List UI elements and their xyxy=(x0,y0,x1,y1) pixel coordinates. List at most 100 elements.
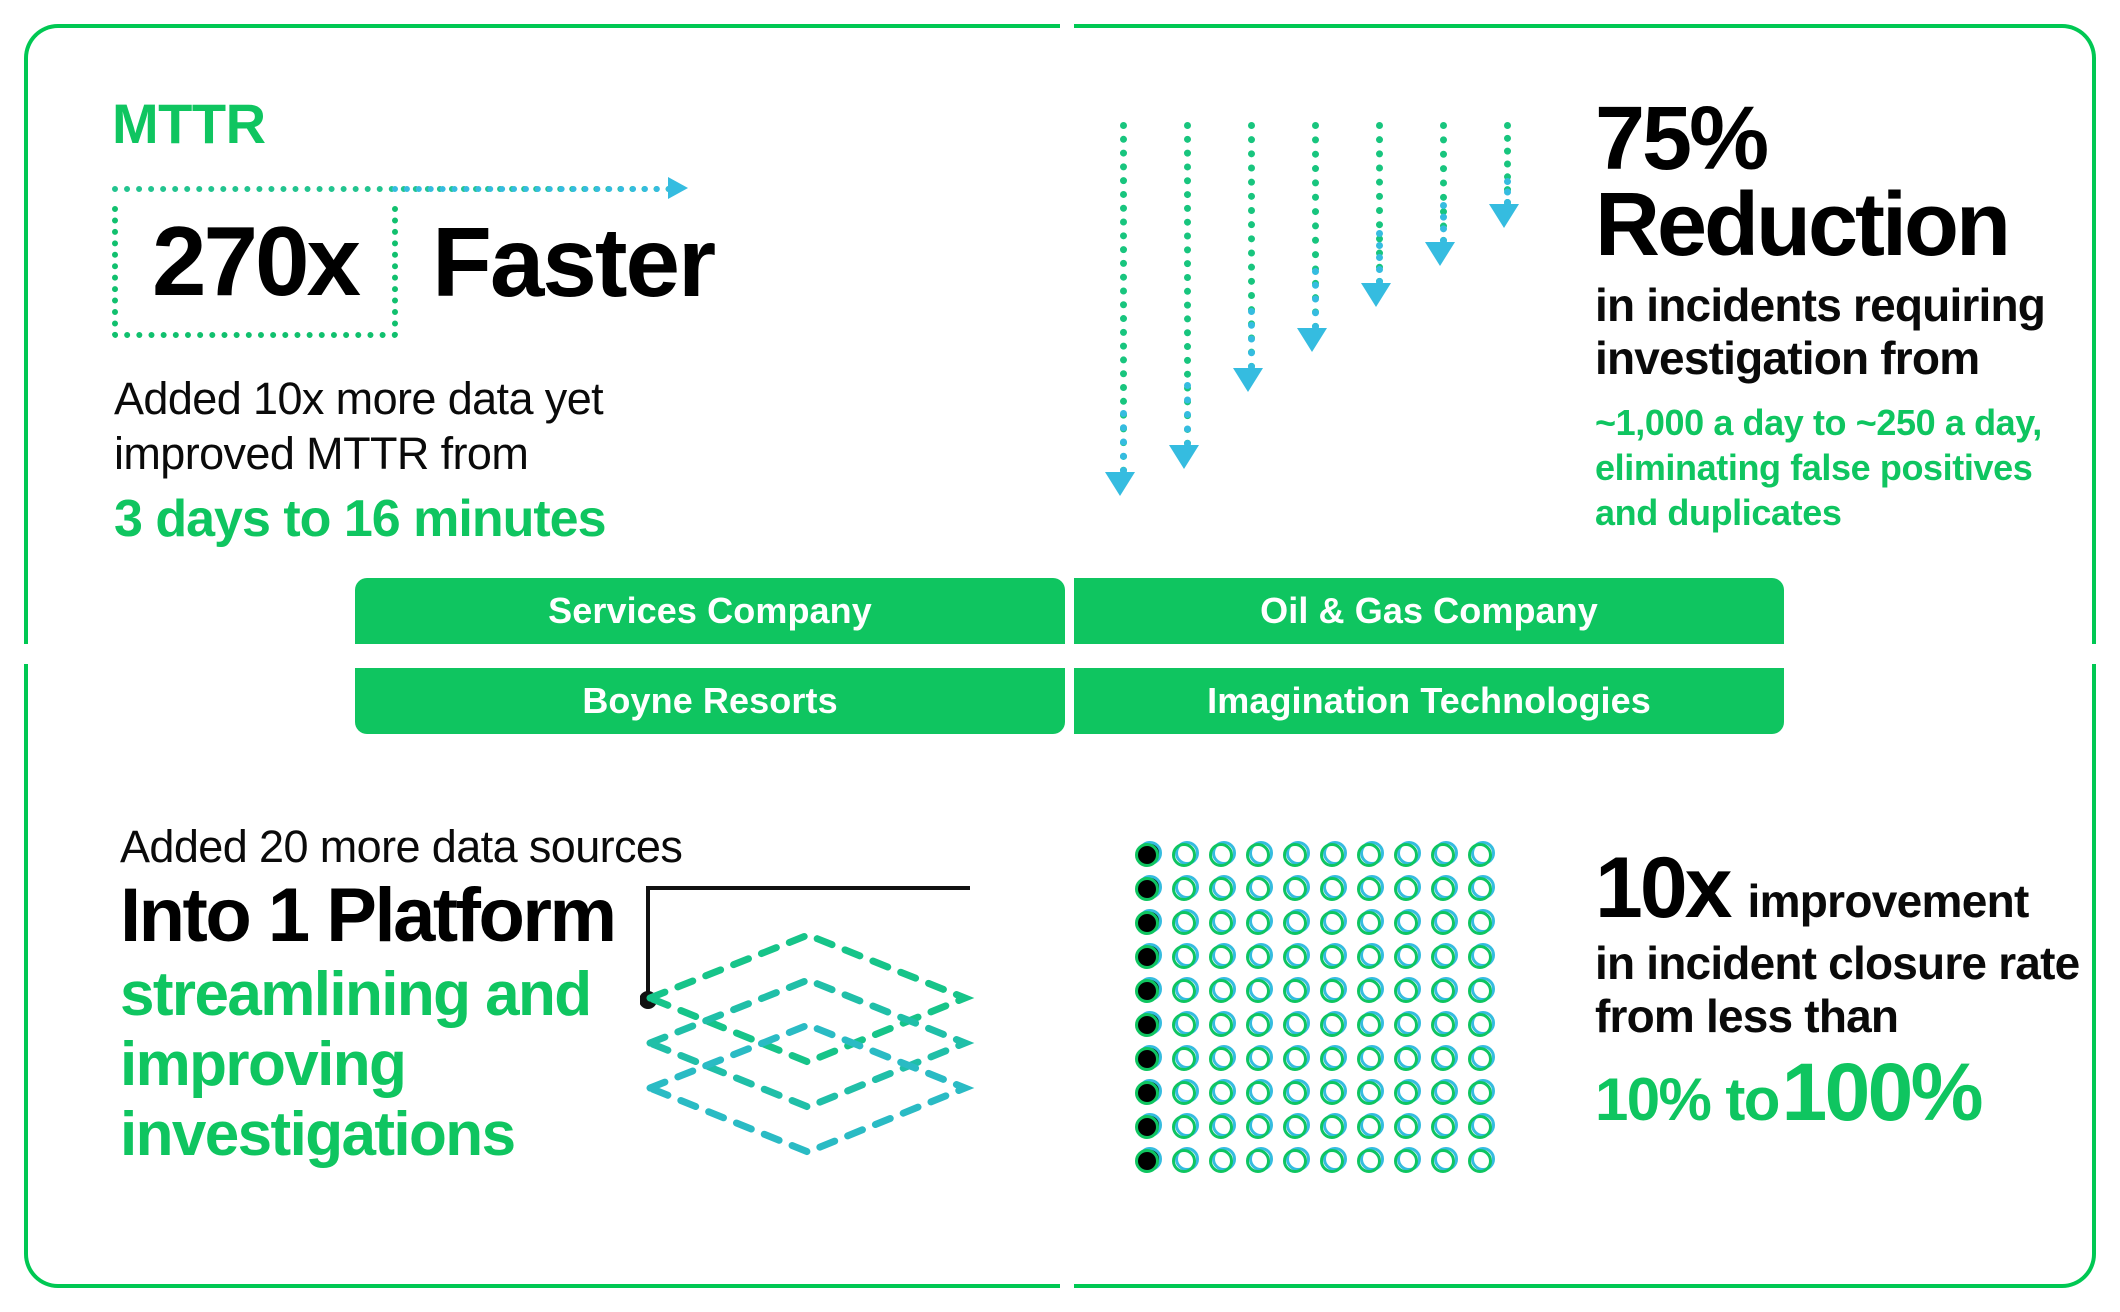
dot-ring-green xyxy=(1209,1013,1233,1037)
dot-ring-green xyxy=(1357,1115,1381,1139)
dot-ring-green xyxy=(1135,1115,1159,1139)
dot-empty xyxy=(1246,840,1276,870)
dot-empty xyxy=(1320,908,1350,938)
dot-filled xyxy=(1135,874,1165,904)
dot-ring-green xyxy=(1431,911,1455,935)
dot-ring-green xyxy=(1209,911,1233,935)
dot-empty xyxy=(1468,1146,1498,1176)
dash-column-7 xyxy=(1504,122,1511,206)
dot-empty xyxy=(1209,908,1239,938)
dash-column-7-cyan xyxy=(1504,178,1511,206)
dot-ring-green xyxy=(1246,1149,1270,1173)
dot-ring-green xyxy=(1431,843,1455,867)
oil-gas-subtext: in incidents requiring investigation fro… xyxy=(1595,279,2095,386)
dot-ring-green xyxy=(1431,877,1455,901)
dot-ring-green xyxy=(1172,1013,1196,1037)
dot-empty xyxy=(1246,942,1276,972)
oil-gas-sub-line2: investigation from xyxy=(1595,332,1980,385)
layer-bottom xyxy=(640,1021,975,1156)
boyne-highlight-line3: investigations xyxy=(120,1099,516,1169)
dot-ring-green xyxy=(1468,843,1492,867)
dot-ring-green xyxy=(1135,843,1159,867)
layer-top xyxy=(640,931,975,1066)
dot-ring-green xyxy=(1394,1149,1418,1173)
dot-ring-green xyxy=(1246,945,1270,969)
dot-ring-green xyxy=(1320,979,1344,1003)
dot-ring-green xyxy=(1246,979,1270,1003)
dot-ring-green xyxy=(1394,1013,1418,1037)
dot-ring-green xyxy=(1283,945,1307,969)
dot-ring-green xyxy=(1468,1115,1492,1139)
dot-empty xyxy=(1283,1078,1313,1108)
dot-ring-green xyxy=(1172,1047,1196,1071)
dot-ring-green xyxy=(1135,1047,1159,1071)
dot-ring-green xyxy=(1209,1149,1233,1173)
dot-empty xyxy=(1394,908,1424,938)
dash-column-3-cyan xyxy=(1248,308,1255,370)
dot-ring-green xyxy=(1357,911,1381,935)
dot-ring-green xyxy=(1135,911,1159,935)
dot-ring-green xyxy=(1468,945,1492,969)
label-boyne-resorts[interactable]: Boyne Resorts xyxy=(355,668,1065,734)
dot-ring-green xyxy=(1209,843,1233,867)
dot-empty xyxy=(1209,840,1239,870)
dot-ring-green xyxy=(1246,1047,1270,1071)
dot-ring-green xyxy=(1209,1081,1233,1105)
services-company-body: Added 10x more data yet improved MTTR fr… xyxy=(114,372,970,551)
dot-empty xyxy=(1394,1044,1424,1074)
dot-ring-green xyxy=(1468,1013,1492,1037)
dot-ring-green xyxy=(1172,979,1196,1003)
dot-ring-green xyxy=(1431,979,1455,1003)
dash-column-6 xyxy=(1440,122,1447,244)
arrow-head-7 xyxy=(1489,204,1519,228)
dot-empty xyxy=(1357,976,1387,1006)
oil-gas-sub-line1: in incidents requiring xyxy=(1595,278,2046,331)
dash-column-4-cyan xyxy=(1312,268,1319,330)
imagination-sub-line2: from less than xyxy=(1595,990,1899,1043)
dot-ring-green xyxy=(1394,843,1418,867)
dot-empty xyxy=(1468,1078,1498,1108)
dot-empty xyxy=(1172,1010,1202,1040)
dash-column-3 xyxy=(1248,122,1255,370)
dot-empty xyxy=(1246,908,1276,938)
stacked-layers-dashed-icon xyxy=(640,886,975,1156)
dot-empty xyxy=(1283,1044,1313,1074)
dot-ring-green xyxy=(1135,1081,1159,1105)
dot-ring-green xyxy=(1320,911,1344,935)
dot-ring-green xyxy=(1357,1047,1381,1071)
dash-column-4 xyxy=(1312,122,1319,330)
dot-empty xyxy=(1394,1112,1424,1142)
dot-empty xyxy=(1209,976,1239,1006)
label-oil-gas-company[interactable]: Oil & Gas Company xyxy=(1074,578,1784,644)
label-services-company[interactable]: Services Company xyxy=(355,578,1065,644)
panel-oil-gas-company xyxy=(1074,24,2096,644)
oil-gas-highlight: ~1,000 a day to ~250 a day, eliminating … xyxy=(1595,400,2095,536)
dot-empty xyxy=(1320,976,1350,1006)
dot-ring-green xyxy=(1172,1081,1196,1105)
dot-empty xyxy=(1357,874,1387,904)
dot-ring-green xyxy=(1357,1081,1381,1105)
dot-empty xyxy=(1394,1010,1424,1040)
dot-filled xyxy=(1135,1044,1165,1074)
boyne-highlight-line1: streamlining and xyxy=(120,959,592,1029)
oil-gas-metric: 75% Reduction xyxy=(1595,94,2095,270)
dot-ring-green xyxy=(1283,1013,1307,1037)
dot-ring-green xyxy=(1320,945,1344,969)
imagination-highlight: 10% to 100% xyxy=(1595,1051,2105,1134)
dot-ring-green xyxy=(1283,843,1307,867)
descending-dashed-arrows-icon xyxy=(1105,110,1540,510)
dot-ring-green xyxy=(1357,877,1381,901)
dot-ring-green xyxy=(1357,843,1381,867)
dot-ring-green xyxy=(1246,1013,1270,1037)
dash-column-1 xyxy=(1120,122,1127,474)
dot-ring-green xyxy=(1394,979,1418,1003)
imagination-metric: 10x xyxy=(1595,840,1732,936)
dot-ring-green xyxy=(1357,945,1381,969)
dot-ring-green xyxy=(1468,1047,1492,1071)
boyne-headline: Into 1 Platform xyxy=(120,873,617,958)
dot-empty xyxy=(1394,874,1424,904)
dot-ring-green xyxy=(1431,1013,1455,1037)
label-imagination-technologies[interactable]: Imagination Technologies xyxy=(1074,668,1784,734)
dot-ring-green xyxy=(1135,1013,1159,1037)
